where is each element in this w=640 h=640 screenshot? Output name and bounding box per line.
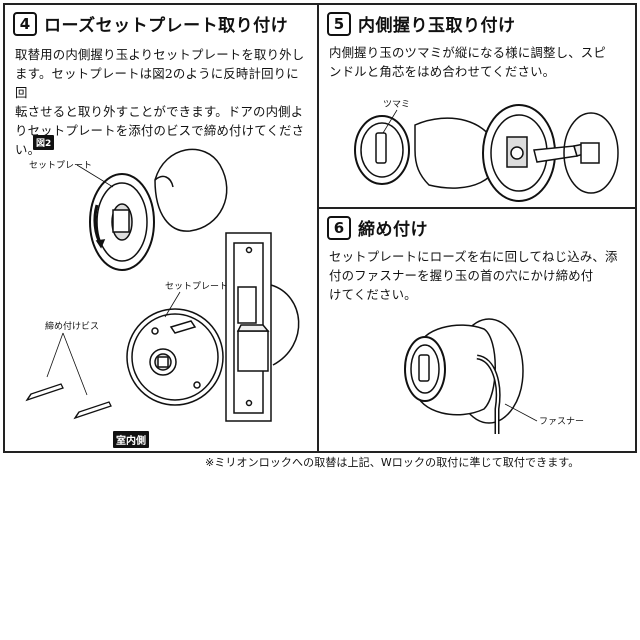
step5-line: ンドルと角芯をはめ合わせてください。 (329, 64, 556, 79)
screw-illustration (25, 332, 112, 420)
setplate-label-bottom: セットプレート (165, 281, 228, 292)
inside-tag: 室内側 (113, 431, 149, 448)
step5-header: 5 内側握り玉取り付け (327, 11, 516, 36)
screw-label: 締め付けビス (45, 320, 99, 332)
step4-number: 4 (13, 11, 37, 36)
step6-illustration: ファスナー (404, 318, 584, 434)
footnote: ※ミリオンロックへの取替は上記、Wロックの取付に準じて取付できます。 (205, 456, 580, 469)
step5-number: 5 (327, 11, 351, 36)
step6-line: けてください。 (329, 287, 417, 302)
setplate-front-illustration (126, 308, 224, 406)
fastener-label: ファスナー (539, 416, 584, 427)
thumbturn-icon (375, 132, 387, 164)
step4-line: 取替用の内側握り玉よりセットプレートを取り外し (15, 47, 305, 62)
tsumami-label: ツマミ (383, 100, 410, 110)
step4-title: ローズセットプレート取り付け (44, 16, 289, 36)
step6-panel: 6 締め付け セットプレートにローズを右に回してねじ込み、添 付のファスナーを握… (319, 209, 637, 453)
knob-figure2-illustration (89, 148, 228, 271)
step6-line: セットプレートにローズを右に回してねじ込み、添 (329, 249, 618, 264)
step6-line: 付のファスナーを握り玉の首の穴にかけ締め付 (329, 268, 594, 283)
step5-illustration: ツマミ (354, 100, 619, 202)
step4-header: 4 ローズセットプレート取り付け (13, 11, 288, 36)
step5-panel: 5 内側握り玉取り付け 内側握り玉のツマミが縦になる様に調整し、スピ ンドルと角… (319, 3, 637, 209)
step6-header: 6 締め付け (327, 215, 428, 240)
step6-instructions: セットプレートにローズを右に回してねじ込み、添 付のファスナーを握り玉の首の穴に… (329, 247, 627, 304)
step4-panel: 4 ローズセットプレート取り付け 取替用の内側握り玉よりセットプレートを取り外し… (3, 3, 319, 453)
figure2-tag: 図2 (33, 135, 55, 150)
step5-instructions: 内側握り玉のツマミが縦になる様に調整し、スピ ンドルと角芯をはめ合わせてください… (329, 43, 627, 81)
door-latch-illustration (225, 232, 300, 422)
step4-line: ます。セットプレートは図2のように反時計回りに回 (15, 66, 299, 100)
step6-number: 6 (327, 215, 351, 240)
step6-title: 締め付け (358, 220, 428, 240)
step5-line: 内側握り玉のツマミが縦になる様に調整し、スピ (329, 45, 606, 60)
step4-illustration: セットプレート セットプレート (25, 148, 300, 422)
setplate-label-top: セットプレート (29, 160, 92, 171)
step5-title: 内側握り玉取り付け (358, 16, 516, 36)
step4-line: 転させると取り外すことができます。ドアの内側よ (15, 104, 304, 119)
